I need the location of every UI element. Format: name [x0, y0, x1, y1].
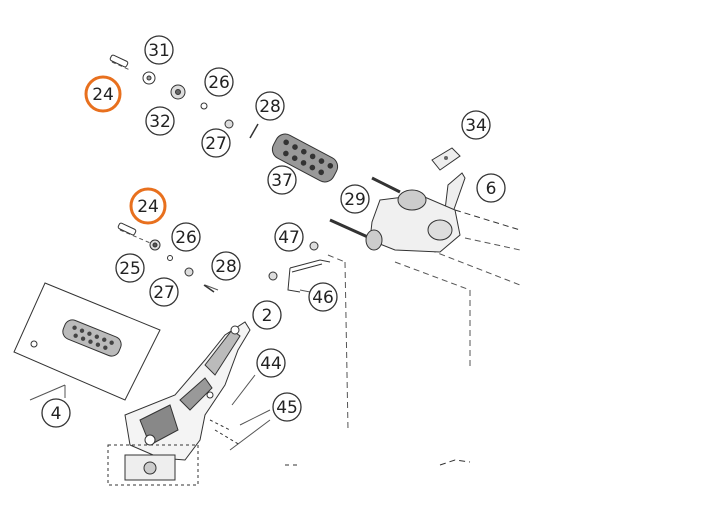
callout-34: 34 [461, 110, 491, 140]
callout-label: 6 [486, 179, 497, 199]
leader-line [229, 419, 271, 451]
callout-label: 2 [262, 306, 273, 326]
lower-hardware [117, 222, 319, 293]
callout-label: 37 [271, 171, 293, 191]
callout-24-highlight: 24 [129, 187, 167, 225]
leader-line [119, 229, 156, 246]
callout-2: 2 [252, 300, 282, 330]
leader-line [429, 249, 521, 286]
callout-28: 28 [211, 251, 241, 281]
callout-25: 25 [115, 253, 145, 283]
callout-label: 28 [215, 257, 237, 277]
upper-hardware [109, 54, 259, 139]
footrest-bracket-29 [329, 176, 521, 253]
callout-4: 4 [41, 398, 71, 428]
leader-line [394, 261, 471, 291]
callout-32: 32 [145, 106, 175, 136]
callout-label: 34 [465, 116, 487, 136]
footrest-peg-in-kit [62, 319, 122, 357]
callout-37: 37 [267, 165, 297, 195]
callout-31: 31 [144, 35, 174, 65]
callout-27: 27 [149, 277, 179, 307]
callout-27: 27 [201, 128, 231, 158]
callout-label: 32 [149, 112, 171, 132]
callouts: 31 24 26 32 28 27 34 37 [41, 35, 506, 428]
callout-28: 28 [255, 91, 285, 121]
plate-34 [431, 147, 461, 171]
callout-label: 27 [205, 134, 227, 154]
leader-line [111, 61, 131, 71]
leader-line [299, 289, 311, 293]
leader-line [344, 261, 349, 431]
leader-line [464, 237, 521, 251]
callout-label: 45 [276, 398, 298, 418]
footrest-peg-37 [271, 133, 339, 183]
callout-26: 26 [171, 222, 201, 252]
leader-line [204, 284, 219, 291]
bracket-46 [287, 259, 331, 293]
leader-line [327, 254, 346, 263]
callout-label: 31 [148, 41, 170, 61]
callout-label: 27 [153, 283, 175, 303]
leader-line [231, 374, 256, 406]
callout-6: 6 [476, 173, 506, 203]
callout-label: 46 [312, 288, 334, 308]
callout-46: 46 [308, 282, 338, 312]
callout-44: 44 [256, 348, 286, 378]
callout-label: 25 [119, 259, 141, 279]
footrest-kit-box [13, 282, 161, 401]
leader-line [29, 384, 66, 401]
callout-26: 26 [204, 67, 234, 97]
callout-24-highlight: 24 [84, 75, 122, 113]
callout-label: 26 [208, 73, 230, 93]
callout-label: 28 [259, 97, 281, 117]
callout-47: 47 [274, 222, 304, 252]
callout-label: 29 [344, 190, 366, 210]
callout-label: 44 [260, 354, 282, 374]
callout-label: 24 [92, 85, 114, 105]
callout-29: 29 [340, 184, 370, 214]
leader-lines [29, 61, 521, 451]
callout-label: 47 [278, 228, 300, 248]
leader-line [239, 409, 271, 426]
frame-plate-2 [107, 321, 471, 486]
callout-label: 4 [51, 404, 62, 424]
callout-label: 26 [175, 228, 197, 248]
callout-label: 24 [137, 197, 159, 217]
callout-45: 45 [272, 392, 302, 422]
